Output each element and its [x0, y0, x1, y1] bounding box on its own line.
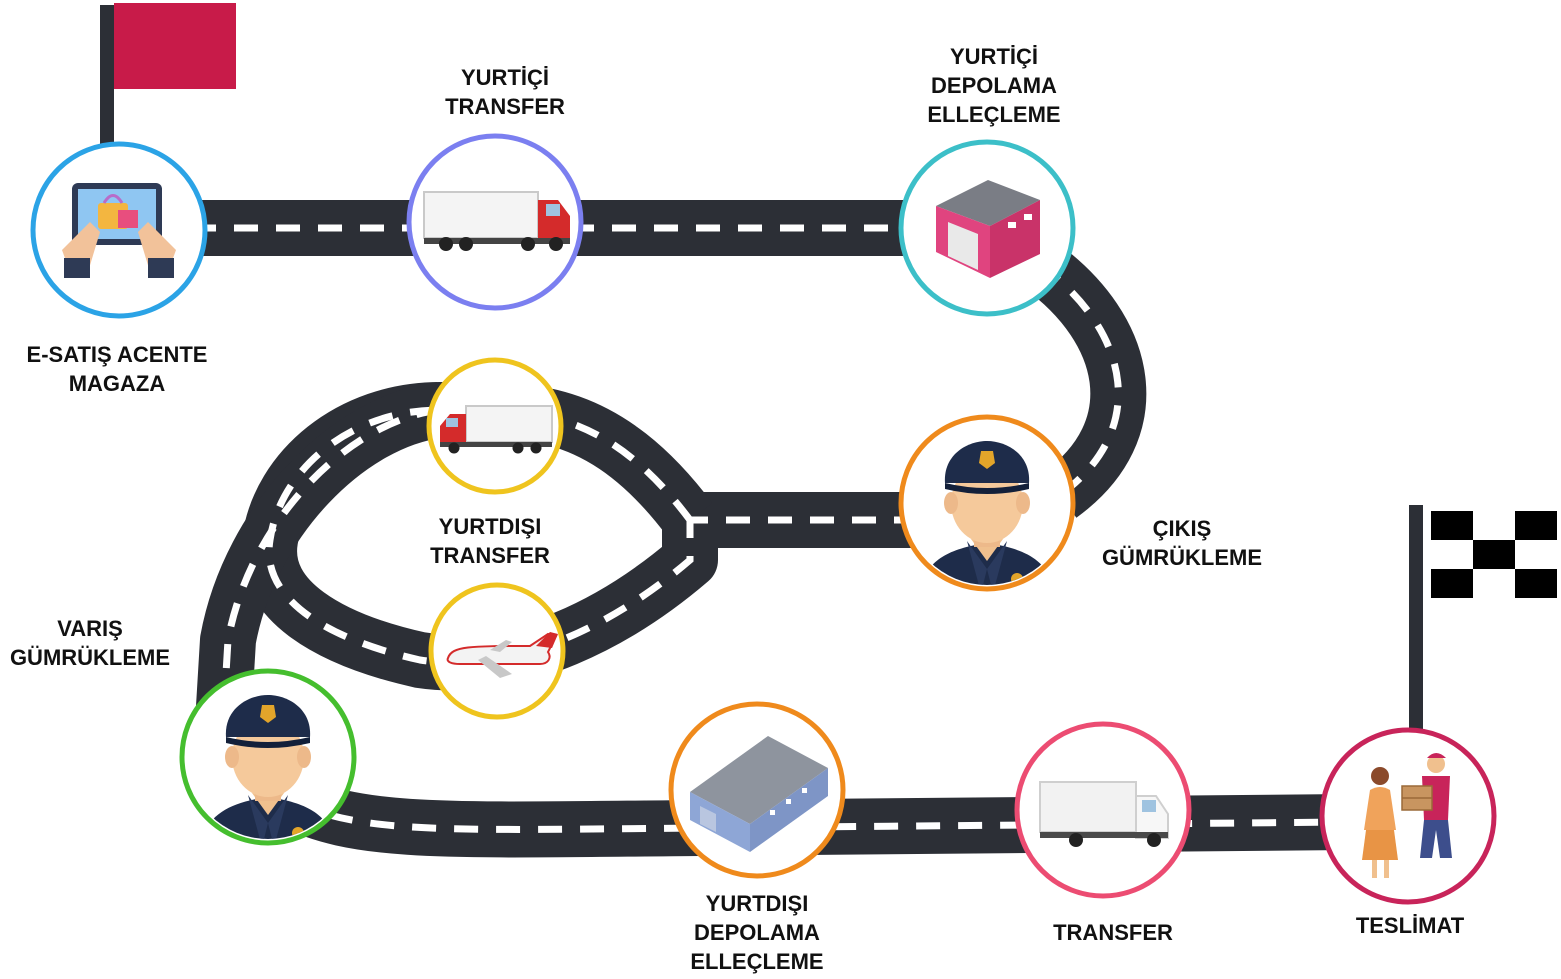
- label-delivery: TESLİMAT: [1355, 913, 1465, 938]
- stage-circle-arrival-customs: [179, 668, 357, 846]
- label-intl-storage: YURTDIŞI DEPOLAMA ELLEÇLEME: [690, 891, 824, 974]
- stage-circle-start: [30, 141, 208, 319]
- stage-circle-intl-transfer-plane: [428, 582, 566, 720]
- label-dom-transfer: YURTİÇİ TRANSFER: [445, 65, 565, 119]
- label-transfer: TRANSFER: [1053, 920, 1173, 945]
- white-truck-icon: [1039, 781, 1169, 847]
- red-truck-small-icon: [440, 405, 553, 454]
- tablet-shopping-icon: [62, 183, 176, 278]
- pink-warehouse-icon: [936, 180, 1040, 278]
- stage-circle-intl-transfer-truck: [426, 357, 564, 495]
- label-intl-transfer: YURTDIŞI TRANSFER: [430, 514, 550, 568]
- stage-circle-exit-customs: [898, 414, 1076, 592]
- finish-flag: [1409, 505, 1557, 741]
- stage-circle-transfer: [1014, 721, 1192, 899]
- stage-circle-intl-storage: [668, 701, 846, 879]
- label-start: E-SATIŞ ACENTE MAGAZA: [26, 342, 208, 396]
- stage-circle-dom-transfer: [406, 133, 584, 311]
- start-flag: [100, 3, 236, 155]
- stage-circle-dom-storage: [898, 139, 1076, 317]
- label-arrival-customs: VARIŞ GÜMRÜKLEME: [9, 616, 171, 670]
- package-delivery-icon: [1362, 753, 1452, 878]
- plane-icon: [446, 632, 558, 678]
- label-exit-customs: ÇIKIŞ GÜMRÜKLEME: [1101, 516, 1263, 570]
- blue-warehouse-icon: [690, 736, 828, 852]
- red-truck-icon: [423, 191, 570, 251]
- stage-circle-delivery: [1319, 727, 1497, 905]
- label-dom-storage: YURTİÇİ DEPOLAMA ELLEÇLEME: [927, 44, 1061, 127]
